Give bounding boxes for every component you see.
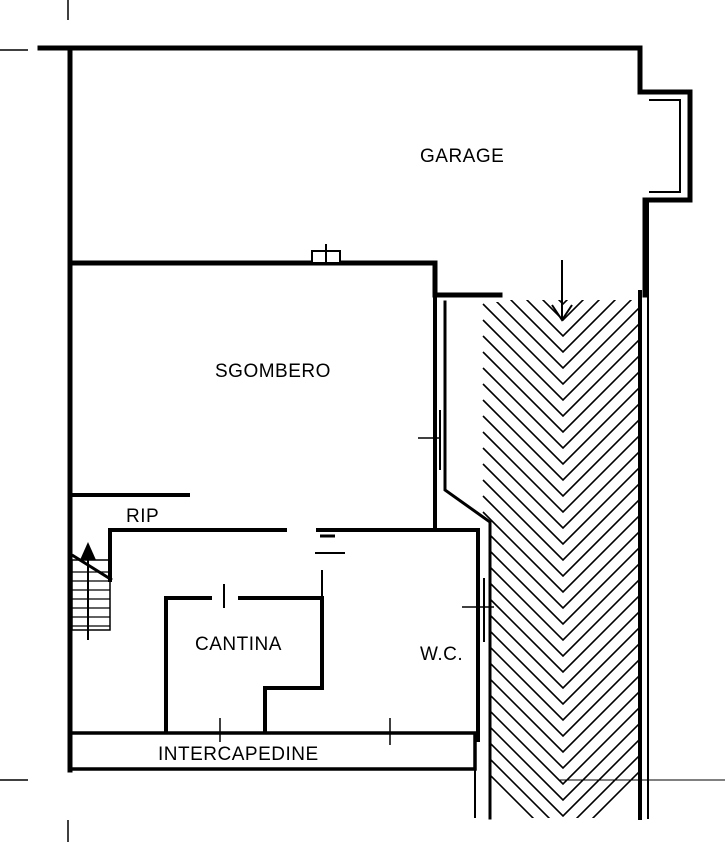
label-garage: GARAGE [420,146,504,167]
stair-arrow-icon [80,542,96,560]
ramp-hatch-line [482,511,640,594]
intercapedine-outline [68,731,477,771]
ramp-hatch-line [482,719,640,802]
outer-walls [37,45,693,820]
ramp-hatch-line [482,319,640,402]
ramp-hatch-line [483,160,643,240]
garage-divider [67,244,503,298]
ramp-hatch-line [482,767,640,818]
wall-cantina-west [164,596,212,732]
ramp-hatch-line [482,639,640,722]
wall-rip-south [108,528,287,582]
ramp-hatch-line [482,383,640,466]
ramp-hatch-line [482,351,640,434]
ramp-hatch-line [482,300,640,354]
intercapedine [68,718,477,818]
ramp-hatch-line [482,671,640,754]
ramp-arrow-head [551,304,573,322]
stair-break-line [71,553,113,582]
ramp-hatch-line [482,463,640,546]
ramp-hatch-line [482,415,640,498]
label-cantina: CANTINA [195,634,282,655]
cantina-walls [164,570,324,732]
ramp-hatch-line [482,575,640,658]
stair-outline [71,559,111,631]
stair [71,542,113,640]
label-rip: RIP [126,506,159,527]
ramp-hatch-line [482,703,640,786]
ramp-hatch-line [482,447,640,530]
ramp [443,160,643,820]
ramp-hatch-line [483,176,643,256]
ramp-hatch-line [482,335,640,418]
label-sgombero: SGOMBERO [215,361,331,382]
wall-north-garage [37,45,693,298]
ramp-hatch-line [482,479,640,562]
ramp-hatch-line [482,735,640,818]
ramp-hatch-line [482,495,640,578]
ramp-hatch-line [482,367,640,450]
ramp-hatch-line [482,399,640,482]
ramp-hatch-line [482,687,640,770]
ramp-hatch-line [482,543,640,626]
wall-garage-bay-inner [649,99,681,193]
ramp-hatch-line [482,300,640,338]
ramp-hatch-line [482,655,640,738]
ramp-hatch-line [482,591,640,674]
ramp-hatch-line [482,300,640,370]
ramp-hatch-line [482,431,640,514]
wall-garage-south [67,260,503,298]
wall-cantina-east [238,596,324,732]
ramp-hatch-line [482,607,640,690]
rip-area [68,493,480,640]
ramp-hatch-line [482,751,640,818]
ramp-hatch-line [482,559,640,642]
sgombero-walls [418,293,441,532]
ramp-hatch-line [482,623,640,706]
ramp-hatch-line [482,303,640,386]
label-wc: W.C. [420,644,463,665]
wc-walls [462,528,494,742]
label-intercapedine: INTERCAPEDINE [158,744,319,765]
ramp-west-edge [443,300,492,820]
ramp-hatch-line [482,527,640,610]
